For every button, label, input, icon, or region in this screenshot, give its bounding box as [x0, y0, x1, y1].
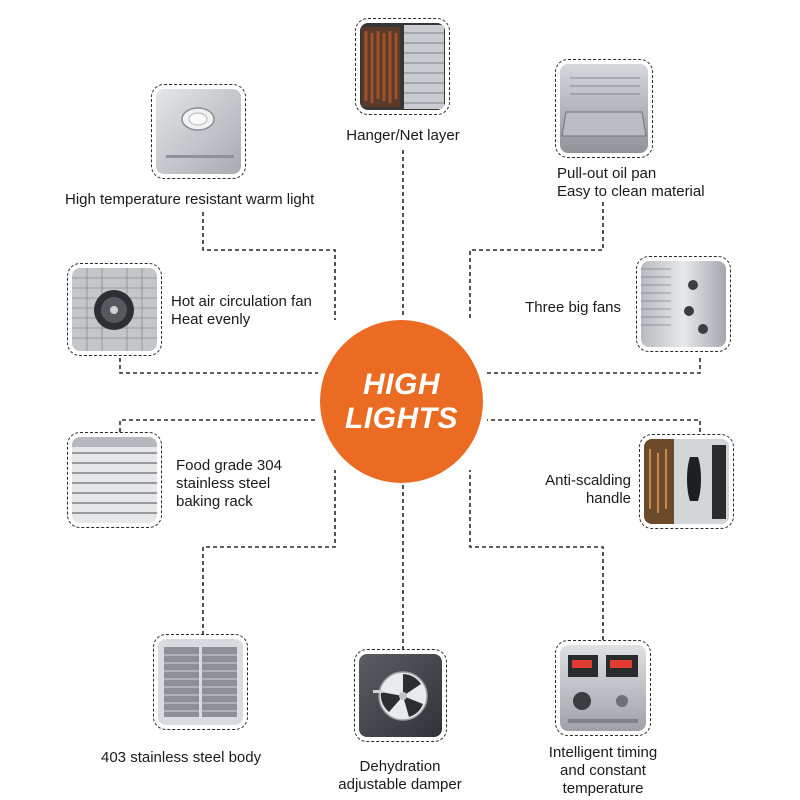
steel-body-label: 403 stainless steel body	[101, 749, 262, 766]
circulation-fan-image	[67, 263, 162, 356]
steel-body-image	[153, 634, 248, 730]
connector-oil-pan	[469, 202, 604, 320]
connector-body	[202, 470, 336, 635]
connector-light	[202, 212, 336, 320]
oil-pan-label: Pull-out oil pan Easy to clean material	[557, 165, 705, 200]
damper-label: Dehydration adjustable damper	[338, 758, 462, 793]
circulation-fan-label: Hot air circulation fan Heat evenly	[171, 293, 312, 328]
connector-handle	[487, 419, 701, 432]
oil-pan-image	[555, 59, 653, 158]
handle-label: Anti-scalding handle	[545, 472, 631, 507]
three-fans-label: Three big fans	[525, 299, 621, 316]
highlights-line-2: LIGHTS	[345, 401, 458, 435]
three-fans-image	[636, 256, 731, 352]
baking-rack-label: Food grade 304 stainless steel baking ra…	[176, 457, 282, 510]
hanger-net-image	[355, 18, 450, 115]
baking-rack-image	[67, 432, 162, 528]
connector-fan	[119, 358, 318, 374]
highlights-line-1: HIGH	[363, 367, 440, 401]
connector-three-fans	[487, 358, 701, 374]
warm-light-label: High temperature resistant warm light	[65, 191, 315, 208]
control-panel-image	[555, 640, 651, 736]
connector-rack	[119, 419, 318, 432]
handle-image	[639, 434, 734, 529]
damper-image	[354, 649, 447, 742]
hanger-label: Hanger/Net layer	[346, 127, 460, 144]
warm-light-image	[151, 84, 246, 179]
control-panel-label: Intelligent timing and constant temperat…	[548, 744, 658, 797]
highlights-badge: HIGH LIGHTS	[320, 320, 483, 483]
